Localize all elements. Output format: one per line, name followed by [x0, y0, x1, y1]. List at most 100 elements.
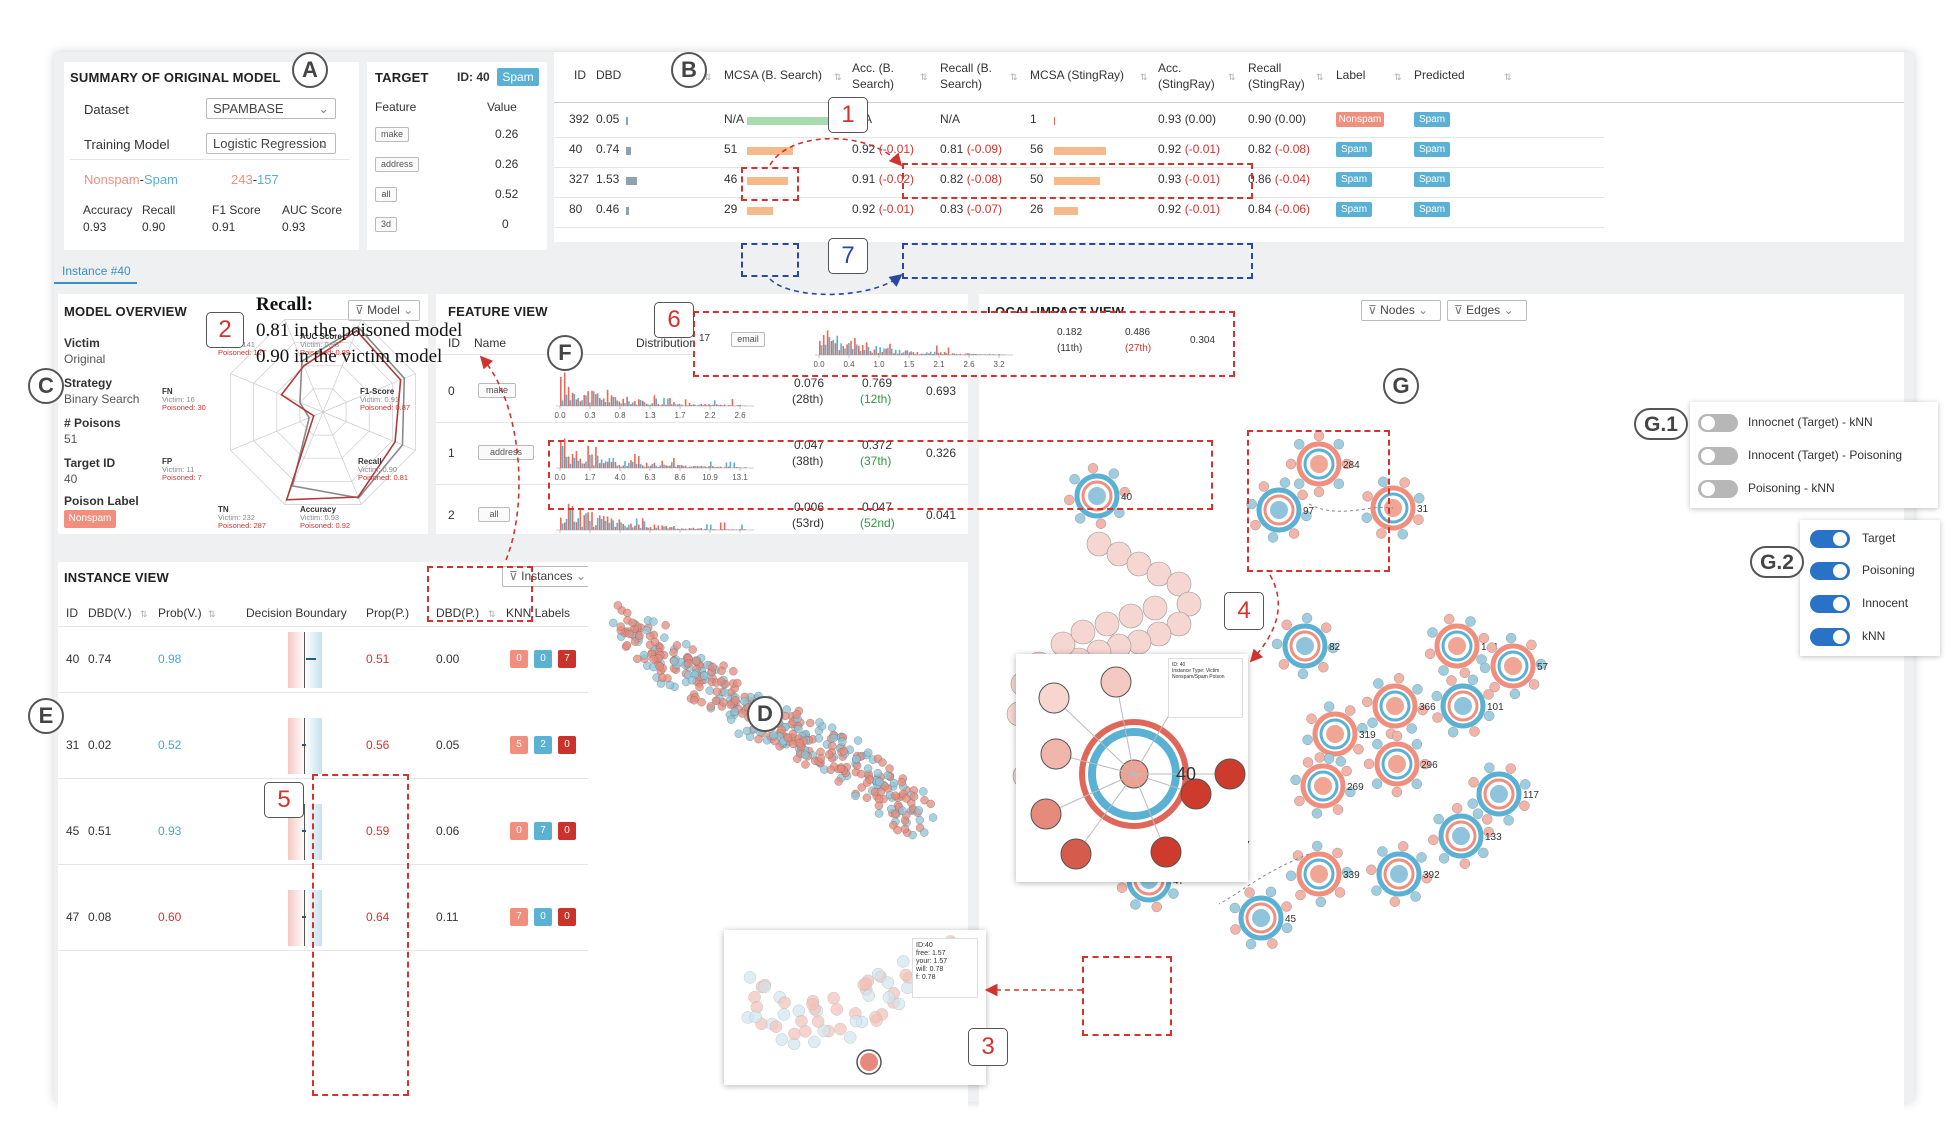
target-feature-value: 0.26	[495, 127, 519, 141]
cand-id: 40	[569, 142, 583, 156]
node-detail-callout: ID: 40 Instance Type: Victim Nonspam/Spa…	[1016, 654, 1248, 882]
boundary-marker	[302, 744, 306, 746]
tab-instance-40[interactable]: Instance #40	[62, 264, 131, 278]
innocent-node	[1086, 531, 1112, 557]
scatter-point	[829, 733, 838, 743]
node-toggle-popup: Target Poisoning Innocent kNN	[1800, 520, 1940, 656]
knn-node	[1486, 642, 1498, 653]
knn-label-badge: 0	[534, 908, 552, 926]
toggle-knn[interactable]	[1810, 628, 1850, 646]
sort-icon[interactable]: ⇅	[1394, 72, 1402, 82]
sort-icon[interactable]: ⇅	[920, 72, 928, 82]
scatter-point	[719, 698, 728, 707]
knn-label-badge: 0	[510, 822, 528, 840]
column-header[interactable]: Prob(V.)	[158, 606, 202, 620]
column-header[interactable]: DBD	[596, 68, 622, 82]
column-header[interactable]: ID	[574, 68, 586, 82]
instance-propp: 0.64	[366, 910, 390, 924]
training-select[interactable]: Logistic Regression⌄	[206, 133, 336, 154]
toggle-innocent-target-poisoning[interactable]	[1698, 447, 1738, 465]
edges-filter-button[interactable]: ⊽ Edges ⌄	[1447, 300, 1527, 321]
column-header[interactable]: Name	[474, 336, 507, 350]
scatter-point	[788, 1027, 801, 1041]
sort-icon[interactable]: ⇅	[1228, 72, 1236, 82]
toggle-poisoning-knn[interactable]	[1698, 480, 1738, 498]
column-header[interactable]: MCSA (B. Search)	[724, 68, 823, 82]
scatter-point	[919, 787, 928, 796]
poison-node	[1388, 755, 1406, 773]
column-header[interactable]: Predicted	[1414, 68, 1465, 82]
sort-icon[interactable]: ⇅	[1010, 72, 1018, 82]
radar-poison-value: Poisoned: 0.89	[300, 348, 350, 357]
sort-icon[interactable]: ⇅	[140, 609, 148, 619]
knn-node	[1278, 659, 1290, 670]
column-header[interactable]: KNN Labels	[506, 606, 571, 620]
knn-node	[1483, 826, 1494, 838]
projection-scatter[interactable]	[588, 562, 968, 1132]
nodes-filter-button[interactable]: ⊽ Nodes ⌄	[1361, 300, 1441, 321]
dbd-bar	[626, 147, 632, 155]
model-filter-button[interactable]: ⊽ Model ⌄	[348, 300, 420, 321]
callout-number: 5	[264, 782, 304, 818]
scatter-point	[915, 815, 924, 825]
knn-node	[1411, 739, 1423, 750]
dataset-select[interactable]: SPAMBASE⌄	[206, 98, 336, 119]
radar-poison-value: Poisoned: 30	[162, 403, 206, 412]
feature-chip: make	[478, 383, 516, 398]
column-header[interactable]: Recall (B. Search)	[940, 61, 993, 91]
node-tooltip-id: ID: 40	[1172, 662, 1186, 668]
instances-filter-button[interactable]: ⊽ Instances ⌄	[502, 566, 588, 587]
column-header[interactable]: DBD(P.)	[436, 606, 480, 620]
innocent-node	[1106, 541, 1132, 567]
sort-icon[interactable]: ⇅	[834, 72, 842, 82]
scatter-point	[697, 698, 706, 707]
toggle-innocent-target-knn[interactable]	[1698, 414, 1738, 432]
column-header[interactable]: DBD(V.)	[88, 606, 132, 620]
scatter-point	[875, 777, 884, 787]
sort-icon[interactable]: ⇅	[1504, 72, 1512, 82]
scatter-point	[609, 618, 618, 628]
sort-icon[interactable]: ⇅	[1316, 72, 1324, 82]
tick-label: 2.6	[734, 411, 746, 420]
knn-label-badge: 0	[510, 650, 528, 668]
highlight-decision-boundary	[312, 774, 409, 1096]
tick-label: 0.0	[813, 360, 825, 369]
scatter-point	[898, 806, 907, 815]
column-header[interactable]: Acc. (StingRay)	[1158, 61, 1215, 91]
target-col-value: Value	[487, 100, 517, 114]
column-header[interactable]: Acc. (B. Search)	[852, 61, 895, 91]
sort-icon[interactable]: ⇅	[488, 609, 496, 619]
knn-node	[1315, 896, 1326, 908]
scatter-point	[806, 997, 819, 1011]
highlight-feature-make	[548, 440, 1213, 510]
sort-icon[interactable]: ⇅	[1140, 72, 1148, 82]
sort-icon[interactable]: ⇅	[208, 609, 216, 619]
sort-icon[interactable]: ⇅	[704, 72, 712, 82]
toggle-poisoning[interactable]	[1810, 562, 1850, 580]
knn-node	[1332, 847, 1343, 859]
callout-number: 1	[828, 97, 868, 133]
toggle-target[interactable]	[1810, 530, 1850, 548]
metric-f1-label: F1 Score	[212, 203, 261, 217]
column-header[interactable]: Prop(P.)	[366, 606, 410, 620]
column-header[interactable]: Distribution	[636, 336, 697, 350]
scatter-point	[733, 678, 742, 688]
radar-victim-value: Victim: 0.91	[360, 395, 399, 404]
column-header[interactable]: Decision Boundary	[246, 606, 347, 620]
knn-node	[1301, 510, 1312, 522]
column-header[interactable]: Recall (StingRay)	[1248, 61, 1305, 91]
scatter-point	[778, 996, 791, 1009]
column-header[interactable]: ID	[448, 336, 460, 350]
column-header[interactable]: ID	[66, 606, 78, 620]
toggle-innocent[interactable]	[1810, 595, 1850, 613]
scatter-point	[717, 666, 726, 676]
column-header[interactable]: MCSA (StingRay)	[1030, 68, 1125, 82]
instance-id: 31	[66, 738, 80, 752]
poison-node	[1454, 697, 1472, 715]
knn-node	[1151, 901, 1162, 913]
column-header[interactable]: Label	[1336, 68, 1366, 82]
scatter-point	[743, 971, 757, 984]
dbd-bar	[626, 207, 630, 215]
